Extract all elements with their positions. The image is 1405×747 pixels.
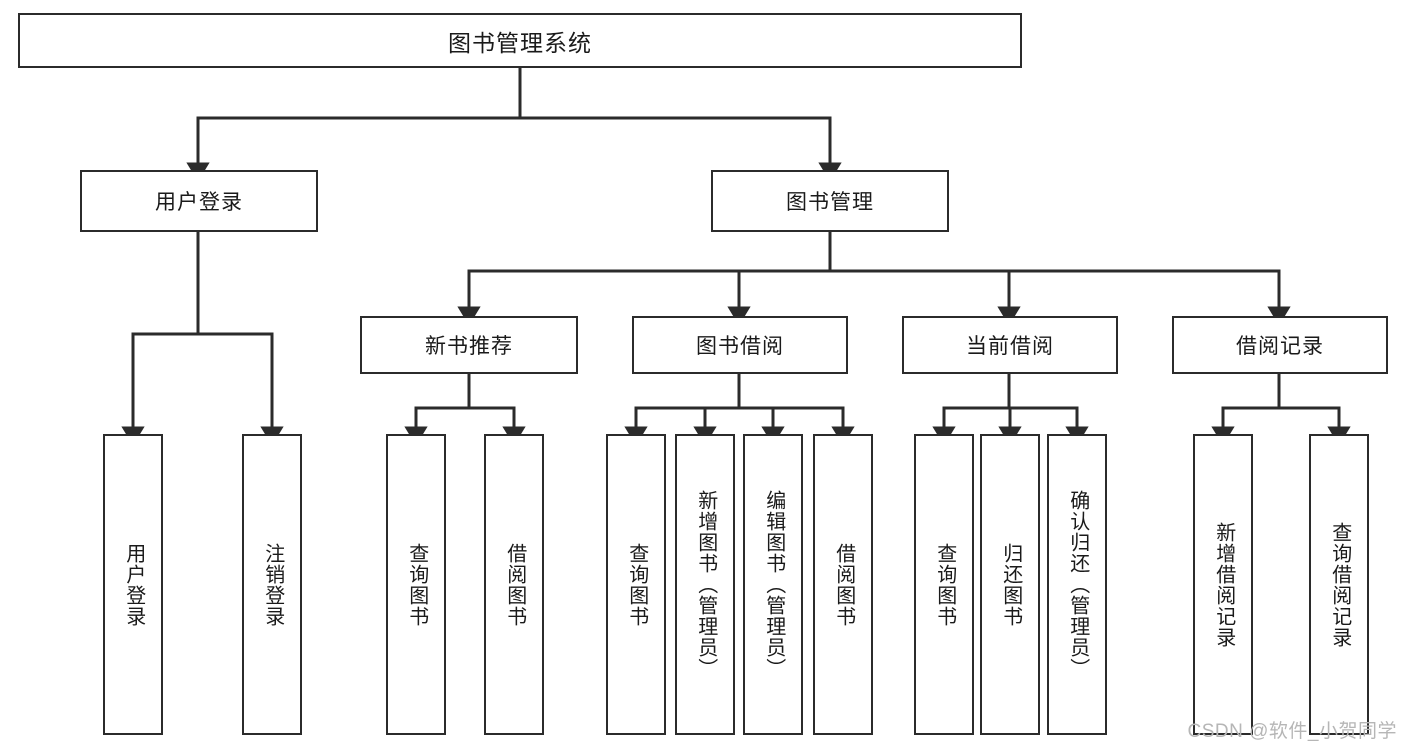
node-leaf-query-book-recommend[interactable]: 查询图书 xyxy=(386,434,446,735)
node-leaf-edit-book-admin[interactable]: 编辑图书（管理员） xyxy=(743,434,803,735)
node-label: 归还图书 xyxy=(999,542,1022,627)
node-label: 编辑图书（管理员） xyxy=(762,490,785,679)
node-label: 新增借阅记录 xyxy=(1212,521,1235,648)
node-label: 借阅记录 xyxy=(1236,335,1324,358)
node-leaf-return-book[interactable]: 归还图书 xyxy=(980,434,1040,735)
node-label: 用户登录 xyxy=(155,191,243,214)
node-leaf-user-login[interactable]: 用户登录 xyxy=(103,434,163,735)
node-label: 新书推荐 xyxy=(425,335,513,358)
node-new-book-recommend[interactable]: 新书推荐 xyxy=(360,316,578,374)
node-leaf-borrow-book-recommend[interactable]: 借阅图书 xyxy=(484,434,544,735)
node-leaf-add-book-admin[interactable]: 新增图书（管理员） xyxy=(675,434,735,735)
node-label: 新增图书（管理员） xyxy=(694,490,717,679)
node-leaf-borrow-book[interactable]: 借阅图书 xyxy=(813,434,873,735)
node-root-book-management-system[interactable]: 图书管理系统 xyxy=(18,13,1022,68)
node-book-borrow[interactable]: 图书借阅 xyxy=(632,316,848,374)
node-book-management[interactable]: 图书管理 xyxy=(711,170,949,232)
node-leaf-query-book-borrow[interactable]: 查询图书 xyxy=(606,434,666,735)
node-label: 查询借阅记录 xyxy=(1328,521,1351,648)
node-leaf-add-borrow-record[interactable]: 新增借阅记录 xyxy=(1193,434,1253,735)
node-label: 借阅图书 xyxy=(832,542,855,627)
node-borrow-record[interactable]: 借阅记录 xyxy=(1172,316,1388,374)
watermark-text: CSDN @软件_小贺同学 xyxy=(1187,721,1397,742)
node-current-borrow[interactable]: 当前借阅 xyxy=(902,316,1118,374)
node-label: 查询图书 xyxy=(405,542,428,627)
node-label: 借阅图书 xyxy=(503,542,526,627)
node-user-login[interactable]: 用户登录 xyxy=(80,170,318,232)
node-label: 图书管理系统 xyxy=(448,29,592,56)
node-label: 注销登录 xyxy=(261,542,284,627)
node-label: 查询图书 xyxy=(933,542,956,627)
node-leaf-confirm-return-admin[interactable]: 确认归还（管理员） xyxy=(1047,434,1107,735)
node-label: 图书管理 xyxy=(786,191,874,214)
node-label: 图书借阅 xyxy=(696,335,784,358)
node-label: 确认归还（管理员） xyxy=(1066,490,1089,679)
node-label: 查询图书 xyxy=(625,542,648,627)
node-leaf-logout[interactable]: 注销登录 xyxy=(242,434,302,735)
node-label: 用户登录 xyxy=(122,542,145,627)
node-leaf-query-book-current[interactable]: 查询图书 xyxy=(914,434,974,735)
node-label: 当前借阅 xyxy=(966,335,1054,358)
node-leaf-query-borrow-record[interactable]: 查询借阅记录 xyxy=(1309,434,1369,735)
